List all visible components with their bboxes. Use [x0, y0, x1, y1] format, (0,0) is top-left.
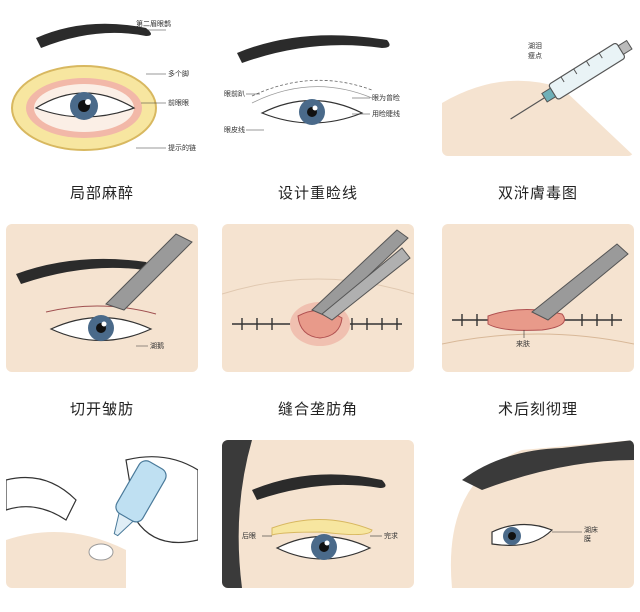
anesthesia-illustration: 第二眉眼鹊 多个脚 前眼眼 提示的链 — [6, 8, 198, 156]
caption-5: 缝合垄肪角 — [277, 400, 358, 418]
caption-3: 双浒膚毒图 — [497, 184, 578, 202]
label-p1-1: 多个脚 — [168, 69, 189, 78]
label-p2-0: 眼前趴 — [224, 89, 245, 98]
label-p2-1: 眼为曾睑 — [372, 93, 400, 102]
forceps — [531, 243, 629, 321]
incision-line — [45, 305, 157, 315]
label-p2-3: 眼皮线 — [224, 125, 245, 134]
syringe-illustration: 湖泪 瘦点 — [442, 8, 634, 156]
label-p6-0: 来肤 — [516, 339, 530, 348]
design-line-dashed — [251, 79, 373, 97]
design-line-illustration: 眼前趴 眼为曾睑 用睑睫线 眼皮线 — [222, 8, 414, 156]
panel-local-anesthesia: 第二眉眼鹊 多个脚 前眼眼 提示的链 — [6, 8, 198, 156]
caption-4: 切开皱肪 — [69, 400, 134, 418]
caption-6: 术后刻彻理 — [497, 400, 578, 418]
caption-1: 局部麻醉 — [69, 184, 134, 202]
panel-incision: 湖鹅 — [6, 224, 198, 372]
result-illustration: 后眼 完求 — [222, 440, 414, 588]
label-p1-2: 前眼眼 — [168, 98, 189, 107]
caption-2: 设计重睑线 — [277, 184, 358, 202]
panel-result: 后眼 完求 — [222, 440, 414, 588]
hand-shape — [6, 476, 77, 521]
panel-design-line: 眼前趴 眼为曾睑 用睑睫线 眼皮线 — [222, 8, 414, 156]
label-p3-0: 湖泪 — [528, 41, 542, 50]
cotton-ball — [88, 543, 114, 561]
postop-illustration: 来肤 — [442, 224, 634, 372]
panel-syringe: 湖泪 瘦点 — [442, 8, 634, 156]
forceps-arm-2 — [321, 247, 411, 321]
eyebrow-shape — [252, 474, 386, 500]
eyebrow-shape — [237, 35, 390, 63]
design-line-solid — [251, 86, 373, 104]
panel-dropper — [6, 440, 198, 588]
label-p4-0: 湖鹅 — [150, 341, 164, 350]
label-p8-1: 完求 — [384, 531, 398, 540]
label-p2-2: 用睑睫线 — [372, 109, 400, 118]
eyebrow-shape — [16, 258, 150, 284]
label-p1-3: 提示的链 — [168, 143, 196, 152]
skin-surface — [442, 80, 634, 156]
label-p1-0: 第二眉眼鹊 — [136, 19, 171, 28]
eyebrow-shape — [36, 23, 151, 48]
eyelid-fold — [271, 518, 373, 536]
dropper-illustration — [6, 440, 198, 588]
incision-illustration: 湖鹅 — [6, 224, 198, 372]
panel-postop: 来肤 — [442, 224, 634, 372]
suture-illustration — [222, 224, 414, 372]
scalpel — [105, 233, 193, 311]
panel-profile: 湖床 膜 — [442, 440, 634, 588]
label-p9-0: 湖床 — [584, 525, 598, 534]
label-p3-1: 瘦点 — [528, 51, 542, 60]
syringe-needle — [510, 97, 545, 120]
profile-illustration: 湖床 膜 — [442, 440, 634, 588]
panel-suture — [222, 224, 414, 372]
label-p9-1: 膜 — [584, 534, 591, 543]
hair-shape — [462, 440, 634, 490]
hair-shape — [222, 440, 252, 588]
label-p8-0: 后眼 — [242, 531, 256, 540]
